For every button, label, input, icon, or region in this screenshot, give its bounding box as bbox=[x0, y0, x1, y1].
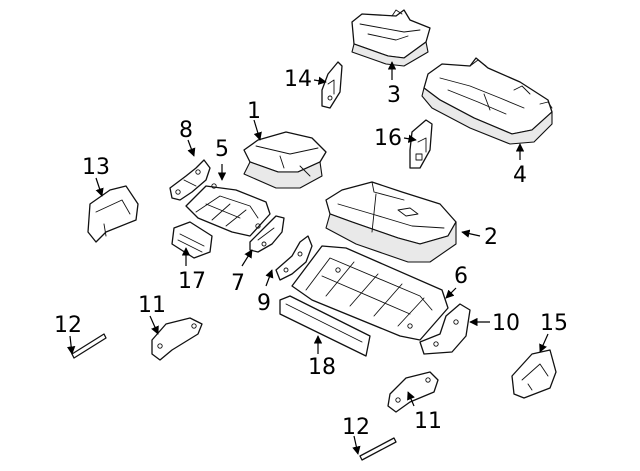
leader-16 bbox=[403, 134, 417, 143]
callout-5: 5 bbox=[215, 137, 229, 162]
part-7-hinge-bracket[interactable] bbox=[249, 215, 285, 253]
part-15-side-shield[interactable] bbox=[511, 349, 557, 399]
leader-9 bbox=[265, 269, 274, 287]
leader-1 bbox=[253, 119, 262, 141]
part-13-side-shield[interactable] bbox=[87, 185, 139, 243]
part-1-seat-cushion-small[interactable] bbox=[243, 131, 327, 189]
callout-3: 3 bbox=[387, 83, 401, 108]
callout-14: 14 bbox=[284, 67, 312, 92]
leader-7 bbox=[241, 249, 253, 267]
callout-12-bottom: 12 bbox=[342, 415, 370, 440]
part-5-seat-frame-small[interactable] bbox=[185, 183, 271, 237]
callout-16: 16 bbox=[374, 126, 402, 151]
callout-6: 6 bbox=[454, 264, 468, 289]
part-18-trim-panel[interactable] bbox=[279, 295, 371, 357]
callout-18: 18 bbox=[308, 355, 336, 380]
part-11-bracket-lower[interactable] bbox=[387, 371, 439, 413]
callout-13: 13 bbox=[82, 155, 110, 180]
callout-15: 15 bbox=[540, 311, 568, 336]
leader-12-bottom bbox=[352, 435, 361, 455]
part-2-seat-cushion-large[interactable] bbox=[325, 181, 457, 263]
leader-6 bbox=[445, 287, 457, 299]
part-16-side-trim[interactable] bbox=[409, 119, 433, 169]
callout-4: 4 bbox=[513, 163, 527, 188]
leader-13 bbox=[95, 177, 104, 197]
part-8-bracket[interactable] bbox=[169, 159, 211, 201]
callout-2: 2 bbox=[484, 225, 498, 250]
callout-11-lower: 11 bbox=[414, 409, 442, 434]
callout-12-left: 12 bbox=[54, 313, 82, 338]
leader-14 bbox=[313, 76, 327, 85]
leader-15 bbox=[539, 333, 549, 353]
part-12-rod-left[interactable] bbox=[71, 333, 107, 359]
part-3-seat-back-pad-small[interactable] bbox=[351, 9, 431, 67]
leader-11-lower bbox=[407, 391, 415, 407]
callout-10: 10 bbox=[492, 311, 520, 336]
part-9-hinge-bracket[interactable] bbox=[275, 235, 313, 281]
leader-11-upper bbox=[149, 315, 159, 335]
part-4-seat-back-pad-large[interactable] bbox=[421, 57, 553, 145]
part-17-cover-plate[interactable] bbox=[171, 221, 213, 259]
part-10-hinge-bracket[interactable] bbox=[419, 303, 471, 355]
leader-2 bbox=[461, 229, 481, 238]
leader-12-left bbox=[66, 335, 76, 355]
callout-9: 9 bbox=[257, 291, 271, 316]
callout-17: 17 bbox=[178, 269, 206, 294]
part-11-bracket-upper[interactable] bbox=[151, 317, 203, 361]
part-12-rod-bottom[interactable] bbox=[359, 437, 397, 461]
callout-1: 1 bbox=[247, 99, 261, 124]
callout-11-upper: 11 bbox=[138, 293, 166, 318]
part-6-seat-frame-large[interactable] bbox=[291, 245, 449, 341]
leader-8 bbox=[187, 139, 196, 157]
part-14-side-trim[interactable] bbox=[321, 61, 343, 109]
callout-7: 7 bbox=[231, 271, 245, 296]
callout-8: 8 bbox=[179, 118, 193, 143]
